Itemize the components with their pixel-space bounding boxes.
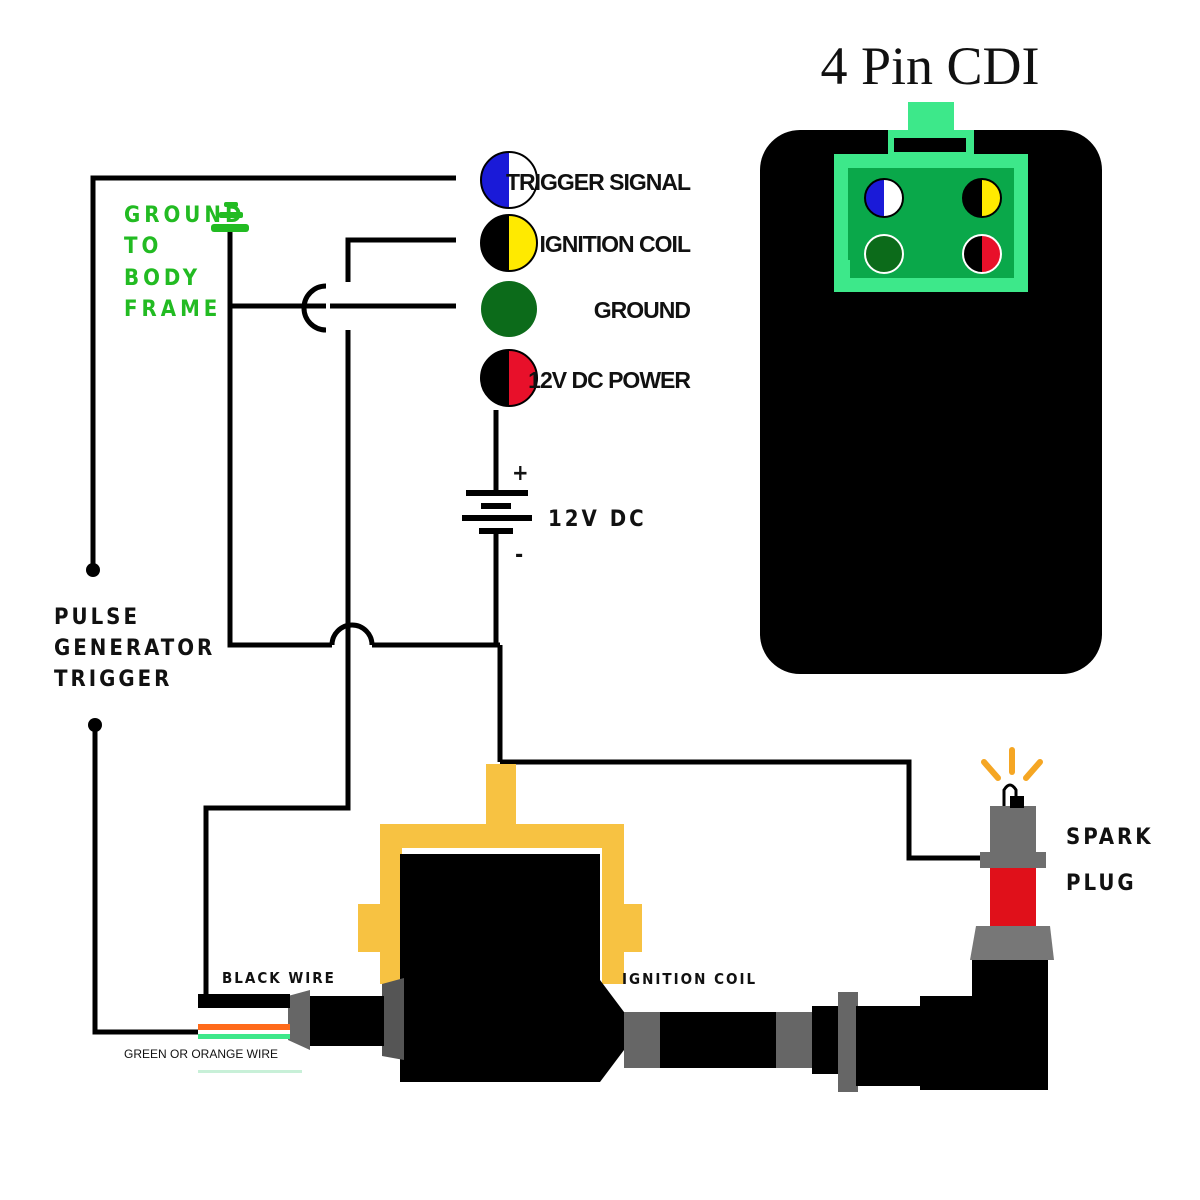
wires [86,175,980,1035]
legend-pin-ground [481,281,537,337]
battery-plus: + [512,461,529,486]
pulse-label-line1: PULSE [54,605,140,630]
black-wire-label: BLACK WIRE [222,969,336,987]
label-12v-power: 12V DC POWER [528,367,691,393]
pulse-terminal-top [86,563,100,577]
battery-minus: - [515,543,523,568]
spark-plug-icon [970,783,1054,960]
label-trigger-signal: TRIGGER SIGNAL [506,169,691,195]
diagram-title: 4 Pin CDI [820,36,1039,96]
ground-text-line4: FRAME [124,297,221,322]
pulse-label-line2: GENERATOR [54,636,215,661]
ignition-coil [288,764,1048,1092]
ground-to-frame-label: GROUND TO BODY FRAME [124,203,241,322]
cdi-pin-power [962,234,1002,274]
battery-label: 12V DC [548,507,647,532]
spark-icon [981,747,1043,781]
ground-text-line3: BODY [124,266,201,291]
pulse-label-line3: TRIGGER [54,667,172,692]
ground-symbol-icon [211,202,249,232]
spark-label-line1: SPARK [1066,825,1154,850]
cdi-pin-trigger [864,178,904,218]
label-ground: GROUND [594,297,691,323]
cdi-pin-coil [962,178,1002,218]
battery-icon [462,490,532,534]
cdi-pin-ground [864,234,904,274]
coil-label: IGNITION COIL [622,970,757,988]
label-ignition-coil: IGNITION COIL [539,231,691,257]
green-wire-label: GREEN OR ORANGE WIRE [124,1047,278,1061]
ground-text-line2: TO [124,234,162,259]
legend-pin-coil [480,214,538,272]
cdi-module [760,102,1102,674]
spark-label-line2: PLUG [1066,871,1137,896]
coil-harness [198,994,302,1073]
